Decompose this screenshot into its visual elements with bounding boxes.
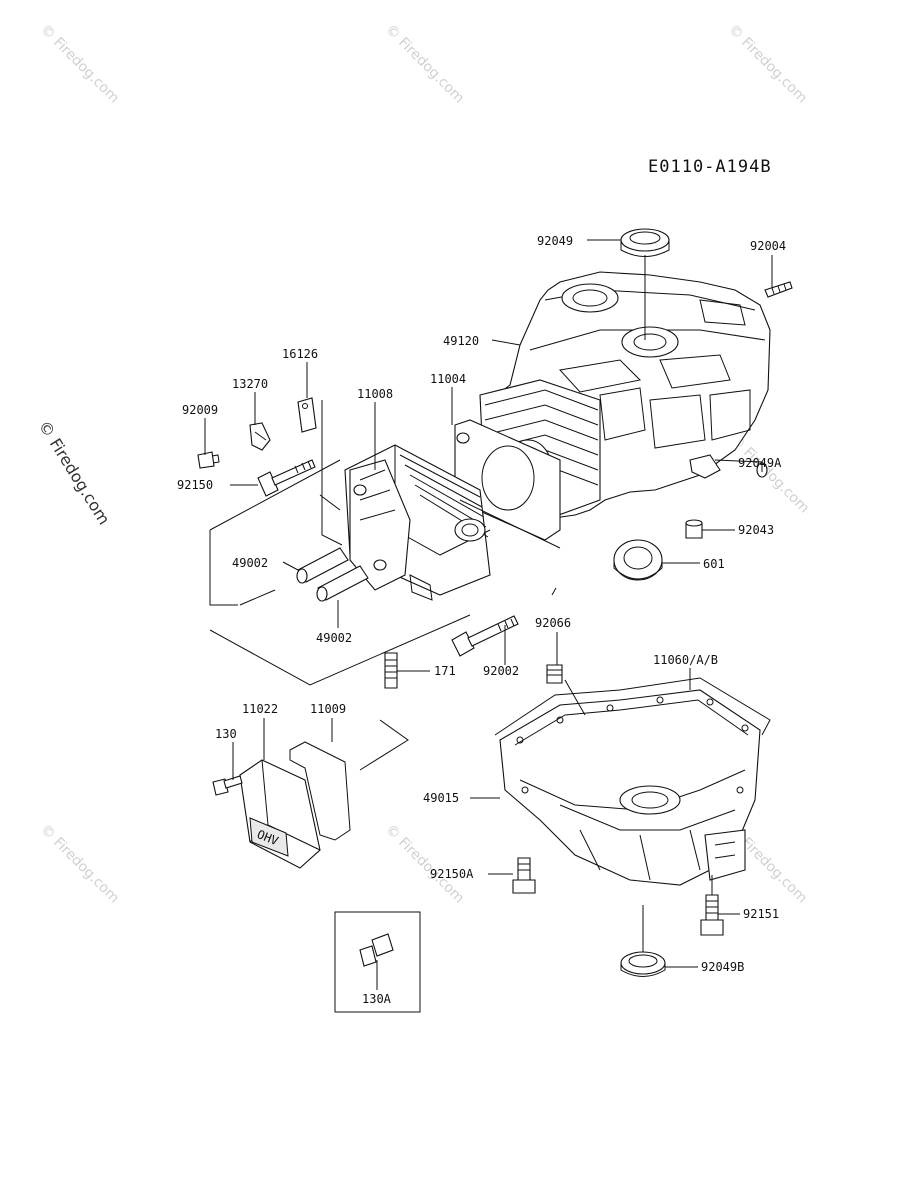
watermark: © Firedog.com — [727, 432, 812, 517]
part-label-16126: 16126 — [282, 347, 318, 361]
part-label-92066: 92066 — [535, 616, 571, 630]
watermark: © Firedog.com — [725, 22, 810, 107]
bolt-130 — [212, 775, 243, 796]
part-label-49002: 49002 — [316, 631, 352, 645]
part-label-92049B: 92049B — [701, 960, 744, 974]
part-label-92004: 92004 — [750, 239, 786, 253]
part-label-49002: 49002 — [232, 556, 268, 570]
part-label-92002: 92002 — [483, 664, 519, 678]
watermark: © Firedog.com — [382, 822, 467, 907]
part-label-49015: 49015 — [423, 791, 459, 805]
part-label-92150A: 92150A — [430, 867, 474, 881]
part-label-11004: 11004 — [430, 372, 466, 386]
watermark: © Firedog.com — [382, 22, 467, 107]
diagram-code: E0110-A194B — [648, 157, 772, 177]
watermark: © Firedog.com — [37, 822, 122, 907]
part-label-92049A: 92049A — [738, 456, 782, 470]
part-label-601: 601 — [703, 557, 725, 571]
plug-92066 — [546, 664, 563, 684]
pin-92043 — [685, 519, 703, 539]
stud-92009 — [197, 451, 220, 469]
part-label-11009: 11009 — [310, 702, 346, 716]
watermark: © Firedog.com — [37, 22, 122, 107]
plate-16126 — [297, 397, 317, 433]
gasket-11009 — [289, 741, 351, 841]
oil-seal-92049B — [620, 951, 666, 977]
bolt-92151 — [700, 894, 724, 936]
part-label-11008: 11008 — [357, 387, 393, 401]
oil-seal-92049 — [620, 228, 670, 257]
part-label-92150: 92150 — [177, 478, 213, 492]
clip-13270 — [249, 422, 271, 451]
assembly-lines — [209, 400, 561, 771]
part-label-130A: 130A — [362, 992, 392, 1006]
part-label-92049: 92049 — [537, 234, 573, 248]
inset-box-130A — [334, 911, 421, 1013]
valve-guide-49002 — [316, 565, 369, 602]
bolt-92002 — [451, 615, 519, 657]
stud-171 — [384, 652, 398, 689]
part-label-92151: 92151 — [743, 907, 779, 921]
part-label-11060: 11060/A/B — [653, 653, 718, 667]
leader-lines — [204, 239, 773, 990]
part-label-92009: 92009 — [182, 403, 218, 417]
valve-guide-49002 — [296, 547, 349, 584]
cylinder-head-part — [344, 444, 491, 601]
part-labels: 92049 92004 49120 16126 13270 11008 1100… — [177, 234, 786, 1006]
part-label-130: 130 — [215, 727, 237, 741]
part-label-171: 171 — [434, 664, 456, 678]
bearing-601 — [613, 539, 663, 581]
part-label-11022: 11022 — [242, 702, 278, 716]
bolt-92150 — [257, 459, 316, 497]
valve-cover-part: OHV — [239, 759, 321, 869]
side-watermark: © Firedog.com — [35, 417, 114, 528]
part-label-92043: 92043 — [738, 523, 774, 537]
oil-pan-part — [494, 677, 771, 886]
part-label-49120: 49120 — [443, 334, 479, 348]
bolt-92150A — [512, 857, 536, 894]
part-label-13270: 13270 — [232, 377, 268, 391]
stud-92004 — [764, 281, 793, 298]
